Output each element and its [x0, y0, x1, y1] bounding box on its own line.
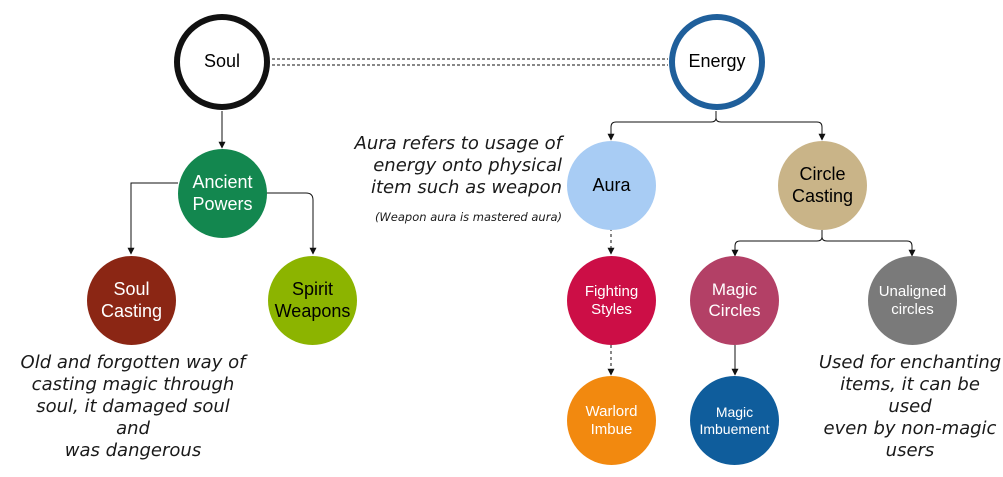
note-soul-casting: Old and forgotten way of casting magic t… [20, 352, 246, 461]
node-unaligned-circles[interactable]: Unaligned circles [868, 256, 957, 345]
node-aura[interactable]: Aura [567, 141, 656, 230]
node-spirit-weapons-label: Spirit Weapons [274, 279, 351, 321]
node-magic-imbuement-label: Magic Imbuement [699, 403, 770, 437]
node-circle-casting-label: Circle Casting [791, 164, 854, 206]
node-magic-circles[interactable]: Magic Circles [690, 256, 779, 345]
node-soul-casting-label: Soul Casting [100, 279, 163, 321]
node-circle-casting[interactable]: Circle Casting [778, 141, 867, 230]
node-unaligned-circles-label: Unaligned circles [878, 282, 947, 318]
node-ancient-powers[interactable]: Ancient Powers [178, 149, 267, 238]
node-ancient-powers-label: Ancient Powers [192, 172, 253, 214]
edge-circle-unaligned [821, 230, 916, 257]
node-warlord-imbue-label: Warlord Imbue [585, 402, 638, 438]
node-aura-label: Aura [592, 174, 631, 195]
edge-circle-magic-circles [731, 230, 823, 257]
node-soul[interactable]: Soul [174, 14, 270, 110]
edge-ancient-spirit-weapons [266, 192, 317, 255]
node-warlord-imbue[interactable]: Warlord Imbue [567, 376, 656, 465]
edge-energy-circle-casting [715, 111, 826, 141]
note-aura: Aura refers to usage of energy onto phys… [354, 133, 562, 198]
note-aura-sub: (Weapon aura is mastered aura) [374, 210, 562, 224]
node-fighting-styles[interactable]: Fighting Styles [567, 256, 656, 345]
edge-ancient-soul-casting [127, 182, 178, 255]
node-magic-circles-label: Magic Circles [708, 280, 761, 320]
node-spirit-weapons[interactable]: Spirit Weapons [268, 256, 357, 345]
node-magic-imbuement[interactable]: Magic Imbuement [690, 376, 779, 465]
node-soul-label: Soul [203, 51, 241, 72]
node-energy[interactable]: Energy [669, 14, 765, 110]
edge-energy-aura [607, 111, 717, 141]
node-fighting-styles-label: Fighting Styles [584, 282, 639, 318]
node-soul-casting[interactable]: Soul Casting [87, 256, 176, 345]
note-unaligned: Used for enchanting items, it can be use… [818, 352, 1002, 461]
node-energy-label: Energy [688, 51, 746, 72]
